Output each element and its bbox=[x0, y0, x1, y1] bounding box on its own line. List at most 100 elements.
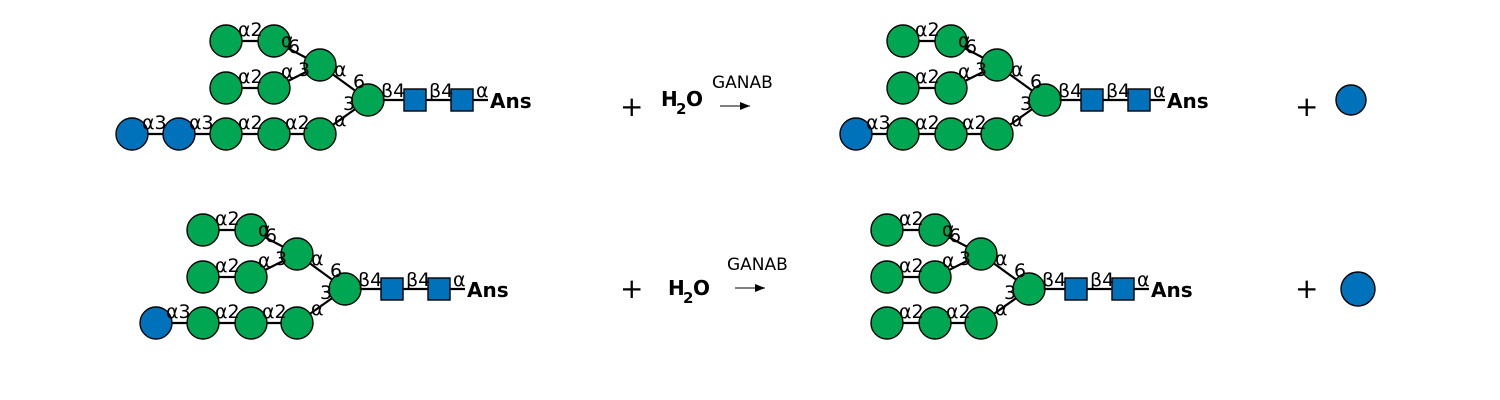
mannose-circle bbox=[870, 260, 904, 294]
mannose-circle bbox=[328, 272, 362, 306]
mannose-circle bbox=[186, 213, 220, 247]
linkage-label: 6 bbox=[1030, 71, 1042, 93]
mannose-circle bbox=[980, 48, 1014, 82]
mannose-circle bbox=[934, 24, 968, 58]
linkage-label: 6 bbox=[330, 260, 342, 282]
linkage-label: α2 bbox=[238, 112, 263, 134]
linkage-label: α2 bbox=[946, 301, 971, 323]
reducing-end-label: Ans bbox=[1151, 278, 1193, 302]
mannose-circle bbox=[870, 306, 904, 340]
reducing-end-label: Ans bbox=[467, 278, 509, 302]
mannose-circle bbox=[234, 306, 268, 340]
linkage-label: 3 bbox=[1004, 282, 1016, 304]
linkage-label: β4 bbox=[358, 269, 382, 291]
linkage-label: α bbox=[281, 61, 294, 83]
linkage-label: 6 bbox=[288, 36, 300, 58]
linkage-label: α3 bbox=[189, 112, 214, 134]
mannose-circle bbox=[964, 306, 998, 340]
water-subscript: 2 bbox=[683, 289, 693, 307]
arrowhead bbox=[755, 284, 765, 292]
linkage-label: β4 bbox=[429, 80, 453, 102]
linkage-label: α2 bbox=[238, 19, 263, 41]
linkage-label: α2 bbox=[215, 301, 240, 323]
linkage-label: 6 bbox=[965, 36, 977, 58]
linkage-label: 3 bbox=[298, 59, 310, 81]
linkage-label: 6 bbox=[353, 71, 365, 93]
glucose-circle bbox=[139, 306, 173, 340]
glucose-circle bbox=[162, 117, 196, 151]
glcnac-square bbox=[1064, 277, 1088, 301]
linkage-label: α bbox=[1137, 269, 1150, 291]
linkage-label: 3 bbox=[975, 59, 987, 81]
linkage-label: α bbox=[311, 298, 324, 320]
linkage-label: α2 bbox=[899, 301, 924, 323]
water-subscript: 2 bbox=[676, 100, 686, 118]
linkage-label: α bbox=[1153, 80, 1166, 102]
linkage-label: α bbox=[995, 298, 1008, 320]
linkage-label: α bbox=[258, 250, 271, 272]
mannose-circle bbox=[964, 237, 998, 271]
mannose-circle bbox=[918, 213, 952, 247]
linkage-label: α bbox=[334, 109, 347, 131]
mannose-circle bbox=[886, 24, 920, 58]
linkage-label: α bbox=[334, 59, 347, 81]
linkage-label: α bbox=[995, 248, 1008, 270]
linkage-label: α2 bbox=[238, 66, 263, 88]
mannose-circle bbox=[870, 213, 904, 247]
linkage-label: α bbox=[958, 30, 971, 52]
linkage-label: α2 bbox=[915, 66, 940, 88]
glcnac-square bbox=[1111, 277, 1135, 301]
glcnac-square bbox=[427, 277, 451, 301]
mannose-circle bbox=[186, 306, 220, 340]
linkage-label: β4 bbox=[1042, 269, 1066, 291]
glcnac-square bbox=[1080, 88, 1104, 112]
released-glucose-2 bbox=[1340, 271, 1376, 307]
linkage-label: β4 bbox=[381, 80, 405, 102]
mannose-circle bbox=[209, 24, 243, 58]
reducing-end-label: Ans bbox=[1167, 89, 1209, 113]
mannose-circle bbox=[257, 117, 291, 151]
mannose-circle bbox=[934, 117, 968, 151]
linkage-label: α2 bbox=[899, 255, 924, 277]
mannose-circle bbox=[280, 306, 314, 340]
mannose-circle bbox=[186, 260, 220, 294]
linkage-label: 3 bbox=[959, 248, 971, 270]
linkage-label: α bbox=[1011, 109, 1024, 131]
linkage-label: α3 bbox=[142, 112, 167, 134]
linkage-label: α bbox=[1011, 59, 1024, 81]
linkage-label: α bbox=[258, 219, 271, 241]
mannose-circle bbox=[303, 117, 337, 151]
linkage-label: α bbox=[453, 269, 466, 291]
released-glucose-1 bbox=[1335, 84, 1367, 116]
mannose-circle bbox=[1012, 272, 1046, 306]
plus-sign: + bbox=[620, 90, 643, 123]
linkage-label: 3 bbox=[343, 93, 355, 115]
linkage-label: 6 bbox=[1014, 260, 1026, 282]
mannose-circle bbox=[1028, 83, 1062, 117]
water-h: H bbox=[661, 87, 678, 111]
linkage-label: α2 bbox=[262, 301, 287, 323]
linkage-label: 3 bbox=[320, 282, 332, 304]
glcnac-square bbox=[1127, 88, 1151, 112]
water-h: H bbox=[668, 276, 685, 300]
water-o: O bbox=[686, 87, 703, 111]
linkage-label: β4 bbox=[1058, 80, 1082, 102]
linkage-label: α2 bbox=[962, 112, 987, 134]
enzyme-label: GANAB bbox=[712, 73, 773, 93]
linkage-label: α2 bbox=[915, 19, 940, 41]
linkage-label: 3 bbox=[275, 248, 287, 270]
mannose-circle bbox=[209, 71, 243, 105]
reducing-end-label: Ans bbox=[490, 89, 532, 113]
linkage-label: α bbox=[311, 248, 324, 270]
linkage-label: β4 bbox=[1090, 269, 1114, 291]
mannose-circle bbox=[280, 237, 314, 271]
mannose-circle bbox=[886, 117, 920, 151]
linkage-label: α2 bbox=[285, 112, 310, 134]
mannose-circle bbox=[234, 260, 268, 294]
glcnac-square bbox=[380, 277, 404, 301]
glcnac-square bbox=[450, 88, 474, 112]
